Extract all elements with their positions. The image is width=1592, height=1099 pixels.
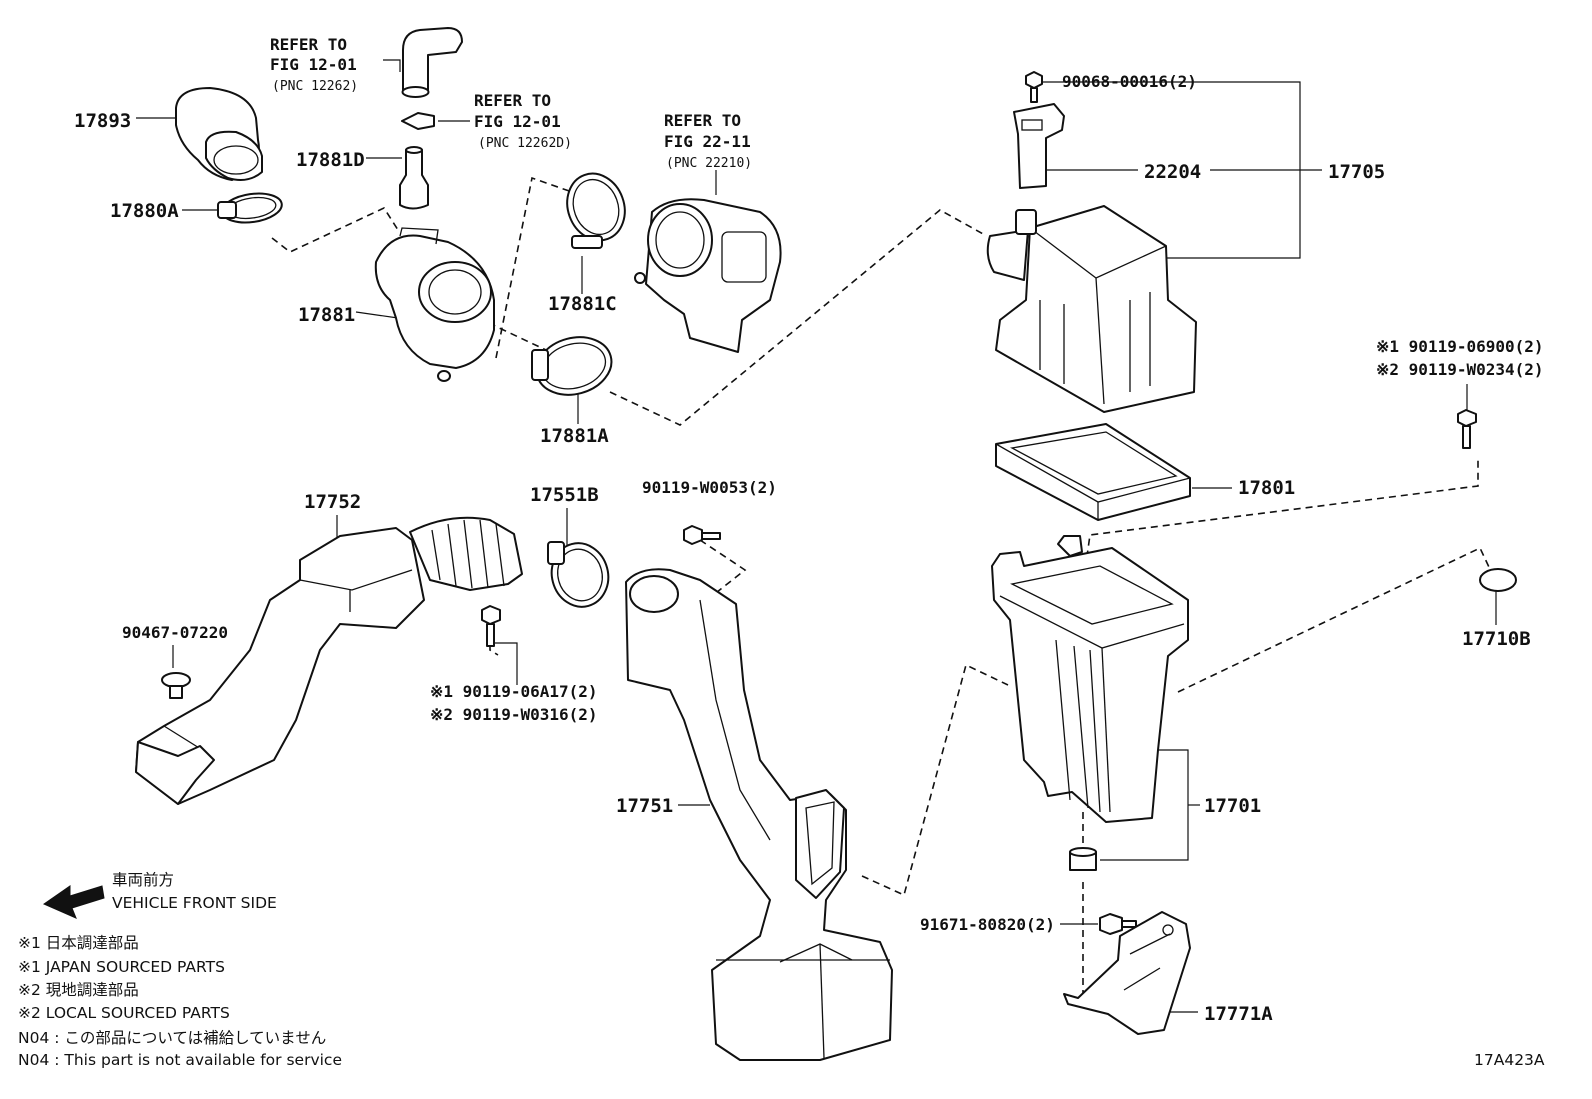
- ref3-line3[interactable]: (PNC 22210): [666, 156, 752, 171]
- note2-en: ※2 LOCAL SOURCED PARTS: [18, 1004, 230, 1022]
- clip-90467[interactable]: [161, 672, 191, 699]
- ref2-line3[interactable]: (PNC 12262D): [478, 136, 572, 151]
- bolt-90119-06A17[interactable]: [481, 605, 501, 647]
- label-22204[interactable]: 22204: [1144, 161, 1201, 183]
- inlet-duct-17751[interactable]: [625, 568, 893, 1061]
- label-17701[interactable]: 17701: [1204, 795, 1261, 817]
- figure-id: 17A423A: [1474, 1051, 1545, 1069]
- label-17551B[interactable]: 17551B: [530, 484, 599, 506]
- filter-element-17801[interactable]: [995, 423, 1191, 521]
- bolt-90119-W0053[interactable]: [683, 525, 721, 545]
- note-n04-en: N04 : This part is not available for ser…: [18, 1051, 342, 1069]
- label-17881A[interactable]: 17881A: [540, 425, 609, 447]
- front-side-en: VEHICLE FRONT SIDE: [112, 894, 277, 912]
- label-90068-00016[interactable]: 90068-00016(2): [1062, 72, 1197, 91]
- intake-hose-17752[interactable]: [409, 516, 523, 591]
- note-n04-jp: N04 : この部品については補給していません: [18, 1029, 326, 1047]
- clamp-17881A[interactable]: [530, 329, 618, 403]
- leader-lines: [136, 59, 1497, 1013]
- clamp-17880A[interactable]: [217, 190, 284, 226]
- nipple-17881D[interactable]: [399, 146, 429, 210]
- clamp-17881C[interactable]: [558, 165, 634, 249]
- bolt-91671[interactable]: [1099, 913, 1137, 935]
- note1-en: ※1 JAPAN SOURCED PARTS: [18, 958, 225, 976]
- air-cleaner-case-17701[interactable]: [991, 535, 1189, 823]
- ref1-line2[interactable]: FIG 12-01: [270, 55, 357, 74]
- label-17705[interactable]: 17705: [1328, 161, 1385, 183]
- label-90119-W0234[interactable]: ※2 90119-W0234(2): [1376, 360, 1544, 379]
- label-17881D[interactable]: 17881D: [296, 149, 365, 171]
- resonator-17893[interactable]: [175, 87, 263, 181]
- ref3-line2[interactable]: FIG 22-11: [664, 132, 751, 151]
- ref2-line1[interactable]: REFER TO: [474, 91, 551, 110]
- ref1-line1[interactable]: REFER TO: [270, 35, 347, 54]
- connector-17881[interactable]: [374, 227, 495, 382]
- part-labels: 17893 17880A 17881D 17881 17881C 17881A …: [74, 72, 1544, 1025]
- bolt-90068[interactable]: [1025, 71, 1043, 103]
- grommet-17710B[interactable]: [1479, 568, 1517, 592]
- note1-jp: ※1 日本調達部品: [18, 934, 139, 952]
- vehicle-front-arrow-icon: [42, 885, 105, 919]
- clamp-17551B[interactable]: [545, 537, 616, 613]
- label-90467-07220[interactable]: 90467-07220: [122, 623, 228, 642]
- label-91671-80820[interactable]: 91671-80820(2): [920, 915, 1055, 934]
- reference-notes: REFER TO FIG 12-01 (PNC 12262) REFER TO …: [270, 35, 752, 171]
- label-90119-06900[interactable]: ※1 90119-06900(2): [1376, 337, 1544, 356]
- label-17771A[interactable]: 17771A: [1204, 1003, 1273, 1025]
- case-grommet[interactable]: [1069, 847, 1097, 871]
- label-17752[interactable]: 17752: [304, 491, 361, 513]
- note2-jp: ※2 現地調達部品: [18, 981, 139, 999]
- label-17751[interactable]: 17751: [616, 795, 673, 817]
- label-90119-06A17[interactable]: ※1 90119-06A17(2): [430, 682, 598, 701]
- air-cleaner-cap-17705[interactable]: [986, 205, 1197, 413]
- front-side-jp: 車両前方: [112, 871, 174, 889]
- label-17801[interactable]: 17801: [1238, 477, 1295, 499]
- label-17881C[interactable]: 17881C: [548, 293, 617, 315]
- bracket-17771A[interactable]: [1063, 911, 1191, 1035]
- airflow-meter-22204[interactable]: [1013, 103, 1065, 189]
- intake-duct-17752[interactable]: [135, 527, 425, 805]
- label-17893[interactable]: 17893: [74, 110, 131, 132]
- ref2-line2[interactable]: FIG 12-01: [474, 112, 561, 131]
- label-17710B[interactable]: 17710B: [1462, 628, 1531, 650]
- label-90119-W0053[interactable]: 90119-W0053(2): [642, 478, 777, 497]
- legend-notes: 車両前方 VEHICLE FRONT SIDE ※1 日本調達部品 ※1 JAP…: [18, 871, 1545, 1069]
- ref1-line3[interactable]: (PNC 12262): [272, 79, 358, 94]
- label-17881[interactable]: 17881: [298, 304, 355, 326]
- bolt-90119-06900[interactable]: [1457, 409, 1477, 449]
- label-90119-W0316[interactable]: ※2 90119-W0316(2): [430, 705, 598, 724]
- throttle-body-22210[interactable]: [634, 198, 782, 353]
- label-17880A[interactable]: 17880A: [110, 200, 179, 222]
- ref3-line1[interactable]: REFER TO: [664, 111, 741, 130]
- clip-12262D[interactable]: [401, 112, 435, 130]
- hose-12262[interactable]: [401, 27, 463, 98]
